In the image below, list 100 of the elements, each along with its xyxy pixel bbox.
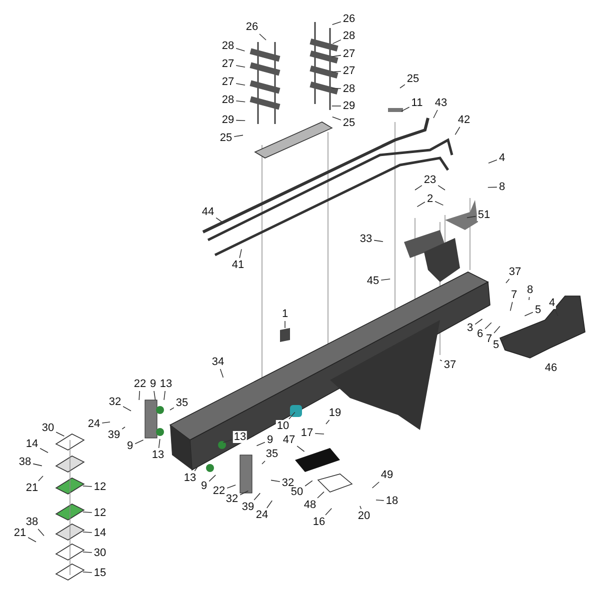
callout-number: 24 xyxy=(254,509,270,521)
callout-number: 50 xyxy=(290,486,304,498)
callout-number: 13 xyxy=(232,431,248,443)
callout-number: 13 xyxy=(158,378,174,390)
leader-line xyxy=(488,186,498,188)
leader-line xyxy=(32,463,42,466)
leader-line xyxy=(332,39,342,44)
leader-line xyxy=(380,278,390,280)
callout-number: 27 xyxy=(342,48,356,60)
leader-line xyxy=(488,160,498,164)
leader-line xyxy=(466,216,476,218)
leader-line xyxy=(220,368,224,378)
leader-line xyxy=(400,106,410,112)
callout-number: 51 xyxy=(476,209,492,221)
leader-line xyxy=(256,442,266,446)
leader-line xyxy=(236,120,246,121)
callout-number: 9 xyxy=(200,480,208,492)
callout-number: 8 xyxy=(526,284,534,296)
leader-line xyxy=(164,390,166,400)
leader-line xyxy=(262,460,266,464)
leader-line xyxy=(122,426,126,430)
leader-line xyxy=(433,110,438,118)
callout-number: 32 xyxy=(108,396,122,408)
callout-number: 39 xyxy=(240,501,256,513)
callout-number: 24 xyxy=(86,418,102,430)
leader-line xyxy=(82,486,92,487)
callout-number: 28 xyxy=(220,40,236,52)
callout-number: 33 xyxy=(358,233,374,245)
leader-line xyxy=(82,572,92,573)
callout-number: 3 xyxy=(466,322,474,334)
callout-number: 41 xyxy=(230,259,246,271)
leader-line xyxy=(325,508,332,516)
leader-line xyxy=(122,406,132,412)
leader-line xyxy=(528,296,530,300)
leader-line xyxy=(288,412,296,420)
leader-line xyxy=(56,432,65,436)
callout-number: 49 xyxy=(380,469,394,481)
callout-number: 28 xyxy=(220,94,236,106)
callout-number: 34 xyxy=(210,356,226,368)
leader-line xyxy=(40,448,48,453)
leader-line xyxy=(326,420,330,424)
leader-line xyxy=(494,326,500,334)
callout-number: 21 xyxy=(12,527,28,539)
callout-number: 46 xyxy=(544,362,558,374)
callout-number: 4 xyxy=(498,152,506,164)
callout-number: 35 xyxy=(174,397,190,409)
callout-number: 15 xyxy=(92,567,108,579)
callout-number: 9 xyxy=(266,434,274,446)
leader-line xyxy=(332,54,342,58)
callout-number: 43 xyxy=(434,97,448,109)
callout-number: 42 xyxy=(456,114,472,126)
callout-number: 38 xyxy=(18,456,32,468)
callout-number: 25 xyxy=(406,73,420,85)
callout-number: 9 xyxy=(148,378,158,390)
leader-line xyxy=(82,552,92,553)
leader-line xyxy=(304,480,313,486)
leader-line xyxy=(332,71,342,72)
leader-line xyxy=(194,466,198,472)
callout-number: 28 xyxy=(342,30,356,42)
leader-line xyxy=(484,322,492,330)
callout-number: 14 xyxy=(24,438,40,450)
leader-line xyxy=(254,492,260,500)
callout-number: 9 xyxy=(126,440,134,452)
leader-line xyxy=(270,480,280,482)
leader-line xyxy=(138,390,140,400)
callout-number: 29 xyxy=(342,100,356,112)
callout-number: 2 xyxy=(426,193,434,205)
callout-number: 30 xyxy=(92,547,108,559)
callout-number: 48 xyxy=(302,499,318,511)
callout-number: 13 xyxy=(182,472,198,484)
leader-line xyxy=(28,537,36,542)
leader-line xyxy=(236,48,246,52)
callout-number: 16 xyxy=(312,516,326,528)
leader-line xyxy=(154,390,156,400)
callout-number: 37 xyxy=(442,359,458,371)
callout-number: 19 xyxy=(328,407,342,419)
callout-number: 27 xyxy=(220,58,236,70)
leader-line xyxy=(416,202,426,208)
callout-number: 17 xyxy=(300,427,314,439)
callout-number: 29 xyxy=(220,114,236,126)
callout-number: 25 xyxy=(218,132,234,144)
callout-number: 45 xyxy=(366,275,380,287)
callout-number: 5 xyxy=(534,304,542,316)
callout-number: 6 xyxy=(476,328,484,340)
callout-number: 26 xyxy=(342,13,356,25)
callout-number: 30 xyxy=(40,422,56,434)
callout-number: 35 xyxy=(264,448,280,460)
leader-line xyxy=(208,474,216,482)
leader-line xyxy=(372,482,380,488)
callout-number: 5 xyxy=(492,339,500,351)
leader-line xyxy=(82,532,92,533)
leader-line xyxy=(102,422,110,424)
leader-line xyxy=(374,240,384,242)
leader-line xyxy=(474,318,483,325)
leader-line xyxy=(524,312,534,316)
leader-line xyxy=(240,490,249,496)
callout-number: 4 xyxy=(548,297,556,309)
leader-line xyxy=(506,278,510,284)
leader-line xyxy=(236,65,246,68)
leader-line xyxy=(332,116,342,120)
